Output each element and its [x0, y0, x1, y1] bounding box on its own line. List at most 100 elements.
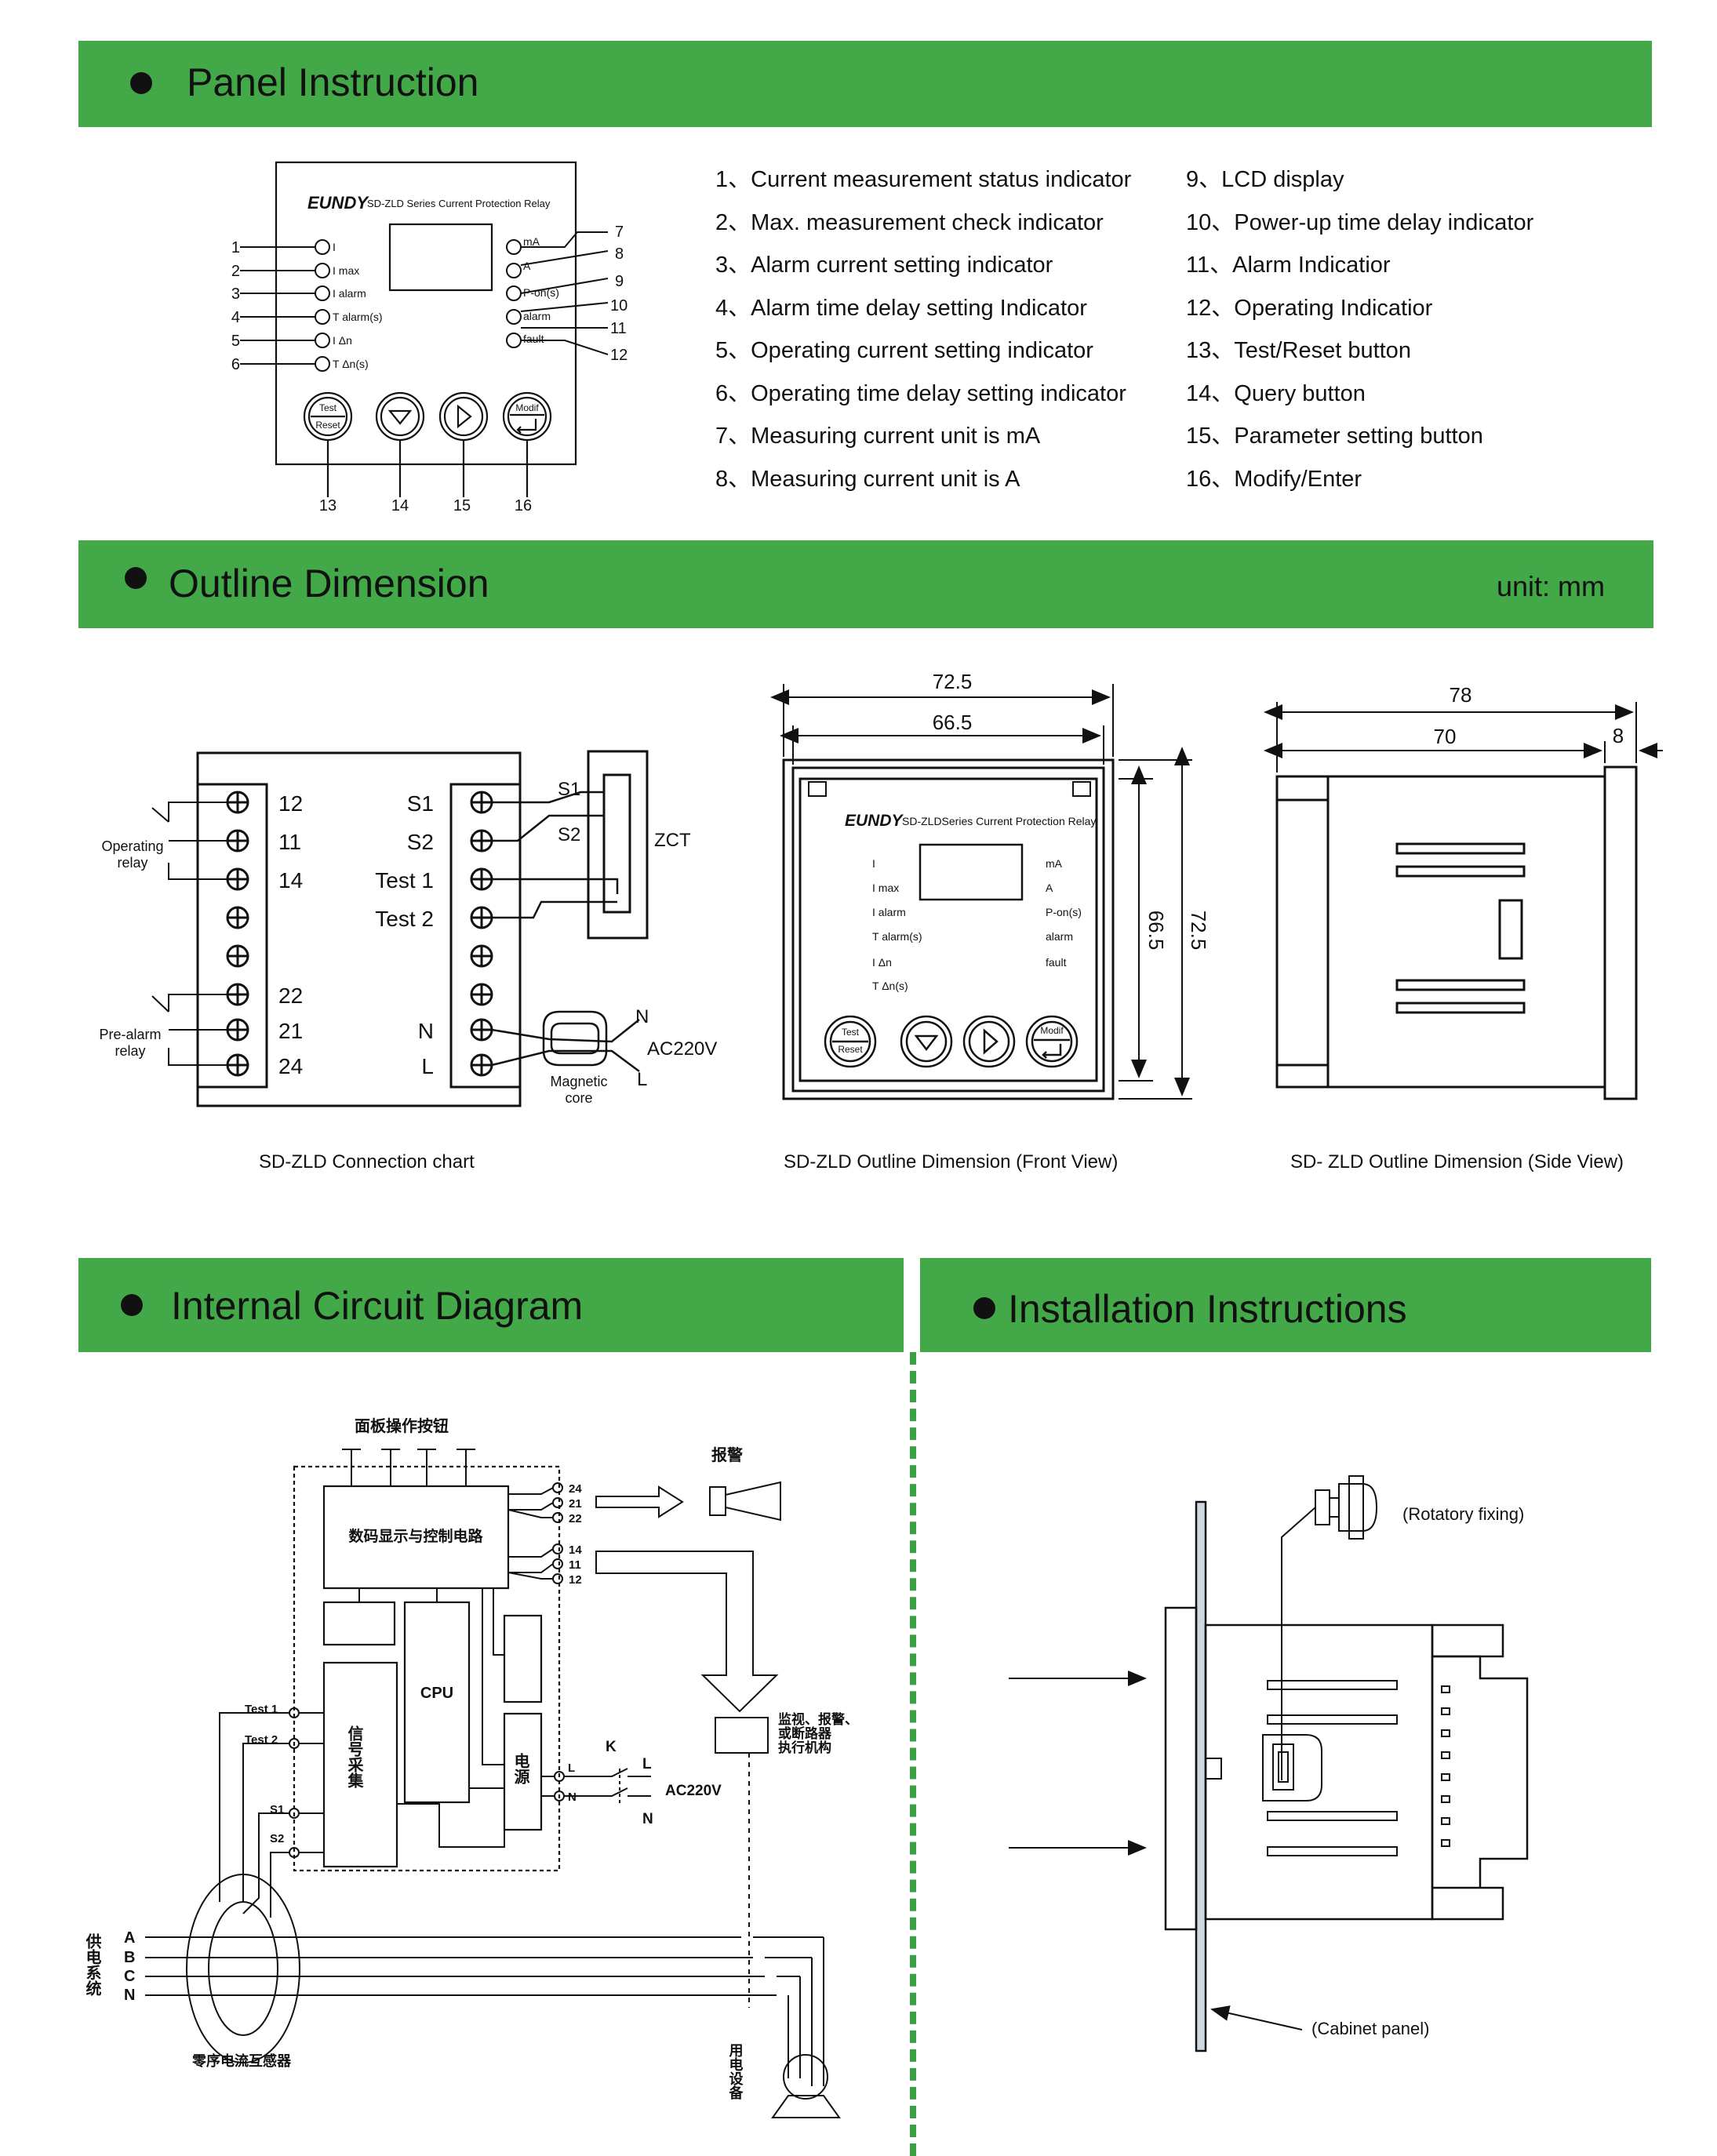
power-label: 电源 [511, 1753, 530, 1784]
sampling-label: 信号采集 [345, 1725, 364, 1788]
indicator-label: fault [523, 333, 544, 345]
terminal-label: L [421, 1054, 434, 1078]
terminal-label: S1 [407, 791, 434, 816]
legend-item: 6、Operating time delay setting indicator [715, 380, 1126, 406]
terminal-number: 22 [278, 983, 303, 1008]
indicator-label: alarm [523, 310, 551, 322]
legend-item: 5、Operating current setting indicator [715, 338, 1093, 363]
display-block-label: 数码显示与控制电路 [348, 1527, 483, 1545]
dimension-label: 66.5 [1144, 911, 1168, 951]
section-title: Internal Circuit Diagram [171, 1284, 584, 1328]
indicator-label: I Δn [333, 334, 352, 347]
front-view-caption: SD-ZLD Outline Dimension (Front View) [784, 1151, 1119, 1173]
indicator-label: I [872, 857, 875, 870]
legend-item: 9、LCD display [1186, 167, 1344, 192]
terminal-number: 14 [569, 1543, 582, 1557]
terminal-label: L [568, 1762, 575, 1775]
connection-chart-labels: 12 11 14 22 21 24 S1 S2 Test 1 Test 2 N … [99, 779, 717, 1106]
installation-labels: (Rotatory fixing) (Cabinet panel) [1311, 1504, 1524, 2038]
bullet-icon [973, 1297, 995, 1319]
phase-label: C [124, 1968, 135, 1985]
reset-button-label: Reset [315, 420, 340, 431]
indicator-label: P-on(s) [523, 286, 559, 299]
dimension-label: 66.5 [933, 711, 973, 734]
terminal-label: Test 1 [245, 1703, 278, 1716]
monitor-label: 或断路器 [778, 1725, 832, 1741]
indicator-label: I max [333, 264, 359, 277]
indicator-label: alarm [1046, 930, 1073, 943]
relay-label: relay [117, 855, 147, 871]
callout-number: 8 [615, 245, 624, 263]
dimension-label: 78 [1450, 683, 1472, 707]
indicator-label: I Δn [872, 956, 892, 969]
terminal-label: S2 [407, 830, 434, 854]
callout-number: 11 [610, 320, 627, 337]
indicator-label: P-on(s) [1046, 906, 1082, 918]
legend-item: 3、Alarm current setting indicator [715, 253, 1053, 278]
legend-item: 1、Current measurement status indicator [715, 167, 1132, 192]
unit-label: unit: mm [1496, 570, 1605, 602]
modify-button-label: Modif [515, 402, 539, 413]
callout-number: 2 [231, 263, 240, 280]
switch-label: K [606, 1739, 617, 1755]
dimension-label: 72.5 [933, 670, 973, 693]
legend-item: 14、Query button [1186, 380, 1366, 406]
terminal-number: 12 [569, 1573, 582, 1587]
callout-number: 4 [231, 309, 240, 326]
terminal-number: 21 [569, 1497, 582, 1511]
connection-chart-caption: SD-ZLD Connection chart [259, 1151, 475, 1173]
indicator-label: I max [872, 882, 899, 894]
rotary-fixing-label: (Rotatory fixing) [1402, 1504, 1524, 1524]
section-title: Outline Dimension [169, 562, 489, 605]
legend-item: 8、Measuring current unit is A [715, 466, 1020, 492]
legend-item: 12、Operating Indicatior [1186, 295, 1433, 321]
dimension-label: 72.5 [1187, 911, 1210, 951]
terminal-label: N [568, 1791, 577, 1804]
terminal-number: 11 [278, 830, 301, 854]
front-view-figure [770, 684, 1192, 1100]
circuit-labels: 面板操作按钮 数码显示与控制电路 CPU 信号采集 电源 报警 监视、报警、 或… [83, 1416, 858, 2100]
indicator-label: A [1046, 882, 1053, 894]
wire-label: N [635, 1006, 649, 1027]
line-label: N [642, 1811, 653, 1827]
terminal-label: Test 1 [375, 868, 434, 893]
indicator-label: T alarm(s) [333, 311, 383, 323]
relay-label: Operating [101, 838, 163, 854]
load-label: 用电设备 [727, 2043, 744, 2100]
section-header-circuit: Internal Circuit Diagram [78, 1258, 904, 1352]
ac-label: AC220V [665, 1783, 722, 1799]
legend-item: 13、Test/Reset button [1186, 338, 1411, 363]
callout-number: 12 [610, 347, 628, 364]
indicator-label: T Δn(s) [872, 980, 908, 992]
phase-label: B [124, 1949, 135, 1966]
modify-button-label: Modif [1040, 1025, 1064, 1036]
test-button-label: Test [319, 402, 337, 413]
terminal-number: 24 [569, 1482, 582, 1496]
zct-label: 零序电流互感器 [191, 2052, 292, 2070]
callout-number: 14 [391, 497, 409, 514]
brand-logo: EUNDY [845, 812, 904, 830]
wire-label: S2 [558, 824, 580, 845]
monitor-label: 执行机构 [778, 1740, 831, 1755]
phase-label: A [124, 1929, 135, 1947]
panel-legend-left: 1、Current measurement status indicator 2… [715, 158, 1131, 500]
indicator-label: I alarm [872, 906, 906, 918]
front-view-labels: 72.5 66.5 66.5 72.5 EUNDY SD-ZLDSeries C… [838, 670, 1210, 1055]
callout-number: 9 [615, 273, 624, 290]
core-label: Magnetic [550, 1074, 607, 1089]
cpu-label: CPU [420, 1685, 453, 1702]
terminal-number: 22 [569, 1512, 582, 1525]
terminal-number: 11 [569, 1558, 581, 1572]
callout-number: 1 [231, 239, 240, 256]
legend-item: 15、Parameter setting button [1186, 424, 1483, 449]
callout-number: 16 [515, 497, 532, 514]
section-divider [910, 1352, 916, 2156]
panel-figure: EUNDY SD-ZLD Series Current Protection R… [231, 161, 628, 514]
indicator-label: I alarm [333, 287, 366, 300]
terminal-screw-icon [470, 791, 493, 1077]
callout-number: 6 [231, 356, 240, 373]
legend-item: 2、Max. measurement check indicator [715, 209, 1104, 235]
zct-label: ZCT [654, 830, 691, 851]
front-subtitle: SD-ZLDSeries Current Protection Relay [902, 815, 1096, 827]
